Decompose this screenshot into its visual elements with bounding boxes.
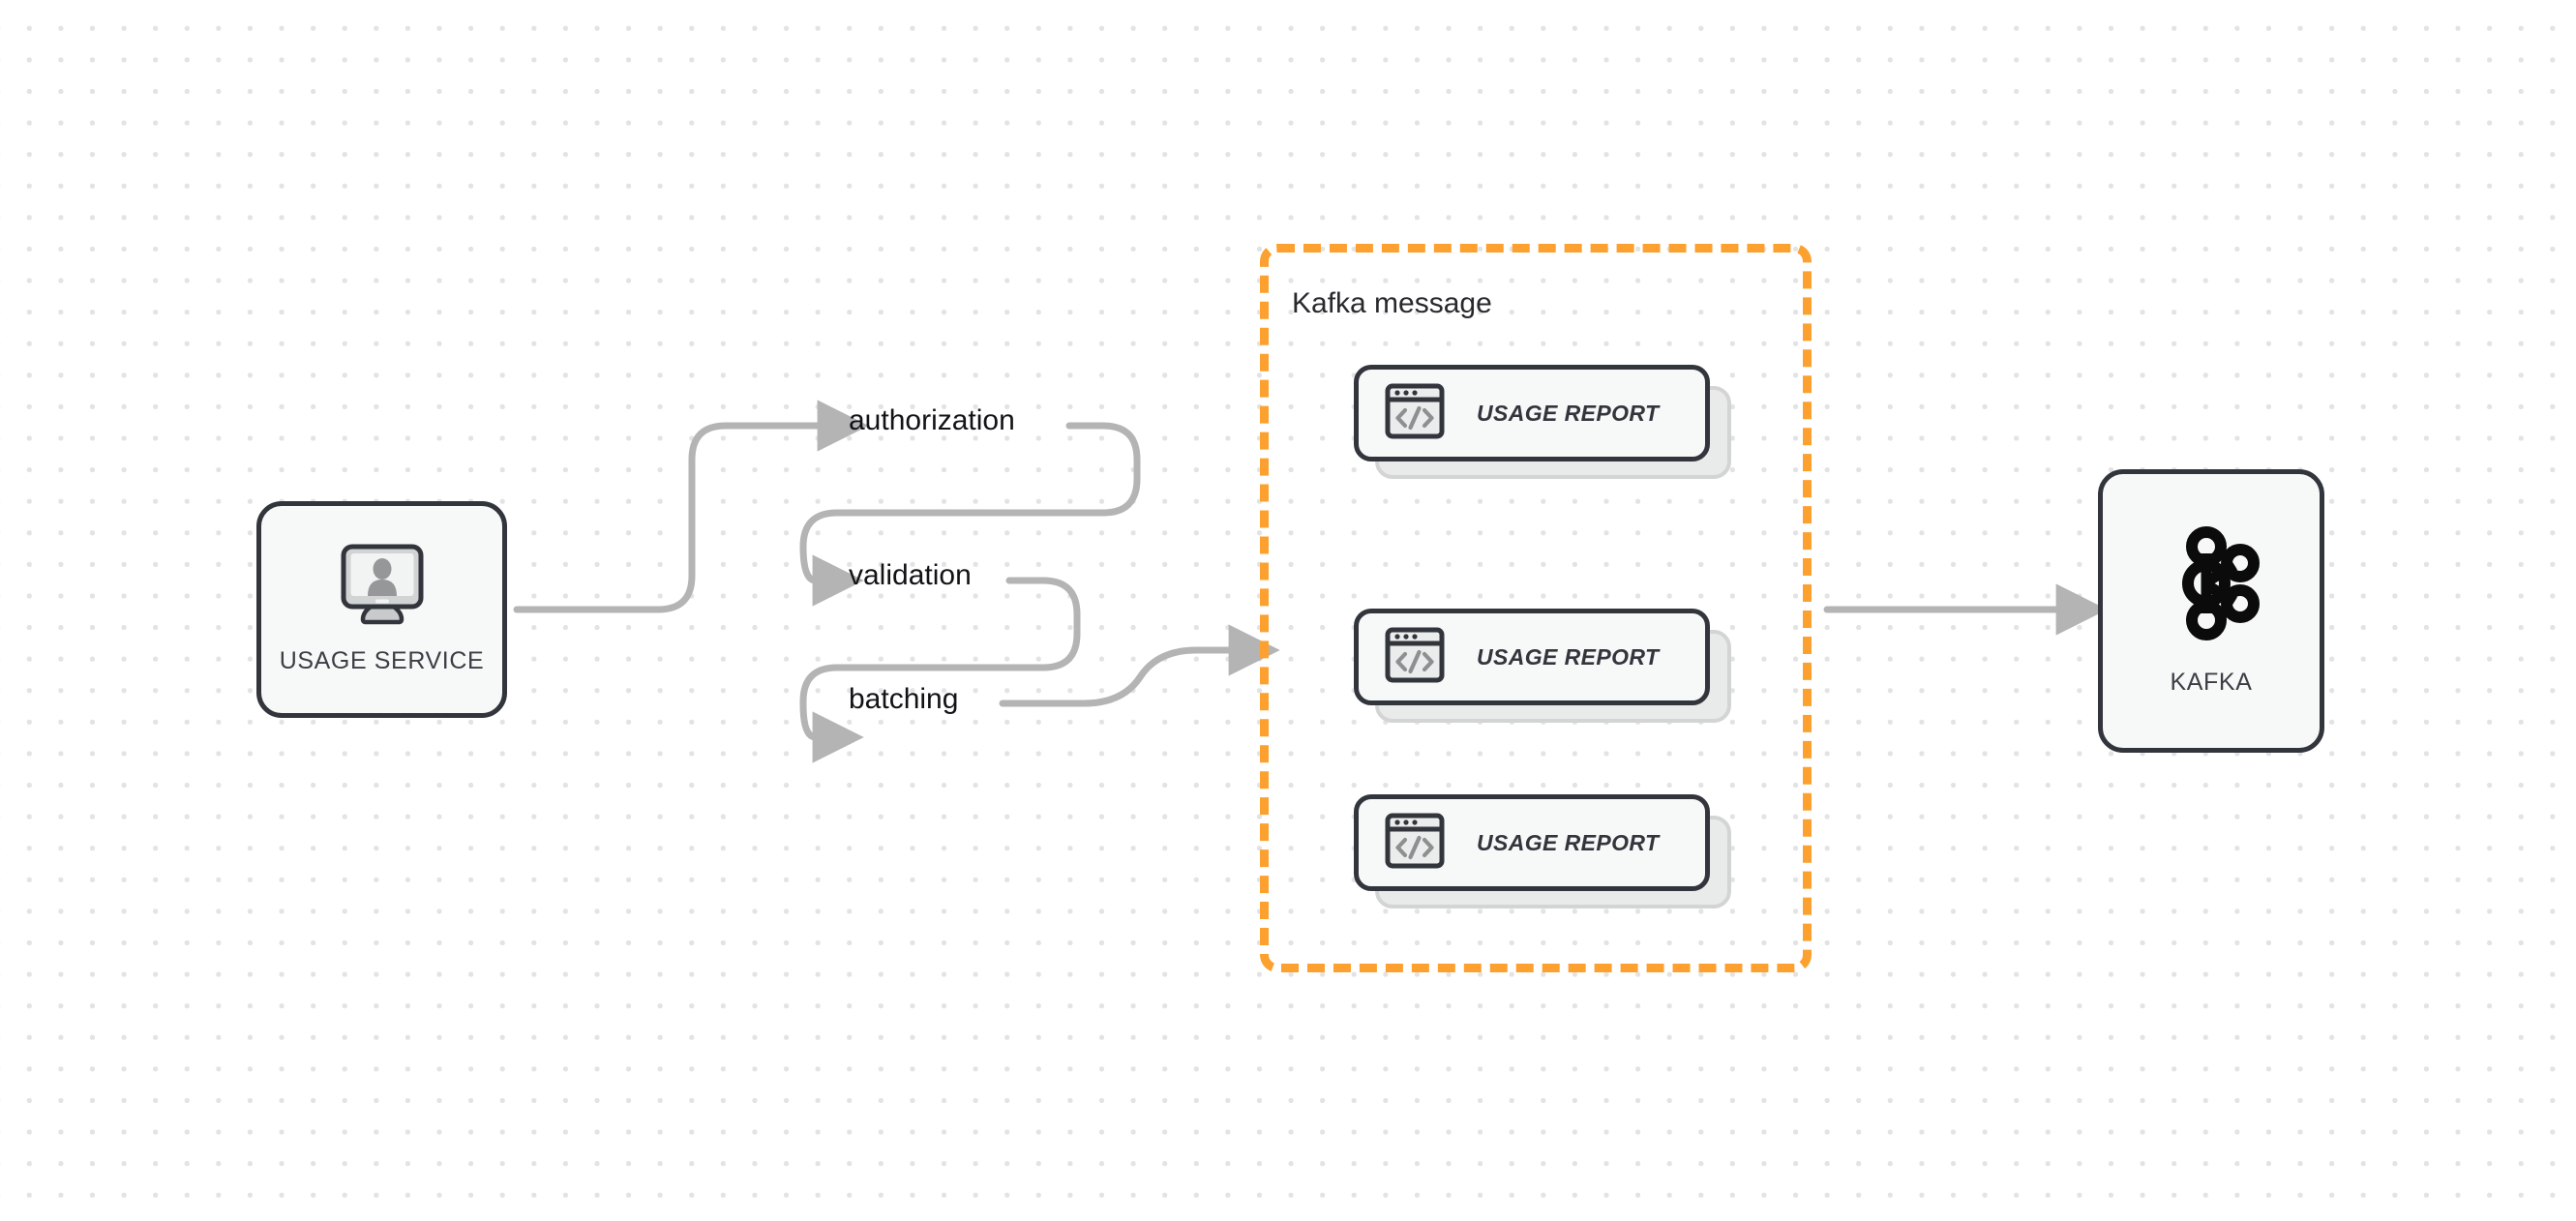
edge-authorization-to-validation [799, 422, 1141, 607]
group-kafka-message-title: Kafka message [1292, 287, 1492, 319]
usage-report-card[interactable]: USAGE REPORT [1354, 794, 1731, 908]
node-usage-service-label: USAGE SERVICE [279, 647, 485, 674]
card-face[interactable]: USAGE REPORT [1354, 609, 1710, 705]
step-label-batching[interactable]: batching [849, 683, 959, 715]
usage-report-card[interactable]: USAGE REPORT [1354, 609, 1731, 723]
node-usage-service[interactable]: USAGE SERVICE [256, 501, 507, 718]
code-window-icon [1385, 383, 1445, 444]
node-kafka-label: KAFKA [2170, 668, 2253, 696]
node-kafka[interactable]: KAFKA [2098, 469, 2324, 753]
edge-batching-to-kafka-message [999, 624, 1280, 707]
step-label-validation[interactable]: validation [849, 559, 972, 591]
usage-report-card[interactable]: USAGE REPORT [1354, 365, 1731, 479]
card-face[interactable]: USAGE REPORT [1354, 794, 1710, 891]
card-face[interactable]: USAGE REPORT [1354, 365, 1710, 462]
usage-report-card-label: USAGE REPORT [1477, 400, 1660, 426]
usage-report-card-label: USAGE REPORT [1477, 829, 1660, 855]
code-window-icon [1385, 627, 1445, 688]
usage-report-card-label: USAGE REPORT [1477, 643, 1660, 670]
edge-usage-service-to-authorization [513, 400, 869, 613]
kafka-logo-icon [2161, 525, 2261, 645]
group-kafka-message[interactable]: Kafka message [1260, 244, 1812, 972]
step-label-authorization[interactable]: authorization [849, 404, 1015, 436]
code-window-icon [1385, 813, 1445, 874]
monitor-user-icon [338, 544, 427, 632]
